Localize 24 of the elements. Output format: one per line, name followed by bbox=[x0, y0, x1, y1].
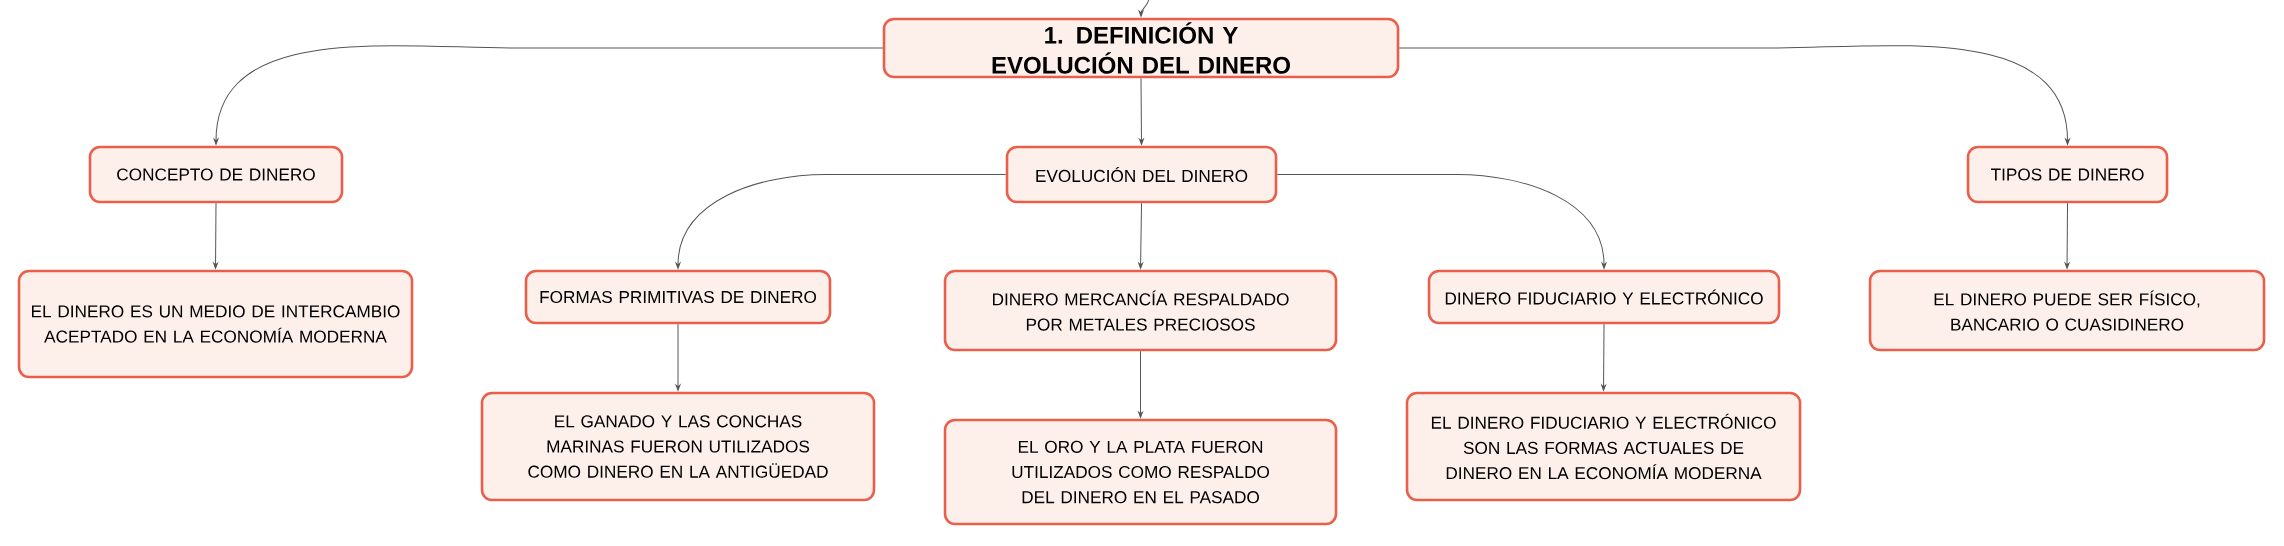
connector-arrow bbox=[2064, 202, 2070, 269]
topic-box: EL ORO Y LA PLATA FUERON UTILIZADOS COMO RESPALDO DEL DINERO EN EL PASADO bbox=[943, 418, 1338, 526]
topic-box: CONCEPTO DE DINERO bbox=[88, 145, 344, 204]
connector-arrow bbox=[1276, 174, 1607, 269]
topic-box: FORMAS PRIMITIVAS DE DINERO bbox=[524, 269, 832, 325]
connector-arrow bbox=[1398, 45, 2070, 145]
title-box: 1. DEFINICIÓN Y EVOLUCIÓN DEL DINERO bbox=[882, 17, 1400, 79]
topic-box: DINERO MERCANCÍA RESPALDADO POR METALES PRECIOSOS bbox=[943, 269, 1338, 352]
topic-box: DINERO FIDUCIARIO Y ELECTRÓNICO bbox=[1427, 269, 1781, 325]
topic-box: EL DINERO ES UN MEDIO DE INTERCAMBIO ACEPTADO EN LA ECONOMÍA MODERNA bbox=[17, 269, 414, 379]
connector-arrow bbox=[1138, 350, 1143, 418]
topic-box: EL DINERO PUEDE SER FÍSICO, BANCARIO O CUASIDINERO bbox=[1868, 269, 2266, 352]
topic-box: TIPOS DE DINERO bbox=[1966, 145, 2169, 204]
connector-arrow bbox=[213, 202, 218, 269]
connector-arrow bbox=[213, 45, 884, 145]
connector-arrow bbox=[675, 174, 1007, 269]
connector-arrow bbox=[1138, 202, 1143, 269]
topic-box: EL GANADO Y LAS CONCHAS MARINAS FUERON UTILIZADOS COMO DINERO EN LA ANTIGÜEDAD bbox=[480, 391, 876, 502]
topic-box: EVOLUCIÓN DEL DINERO bbox=[1005, 145, 1278, 204]
connector-arrow bbox=[675, 323, 681, 391]
topic-box: EL DINERO FIDUCIARIO Y ELECTRÓNICO SON LAS FORMAS ACTUALES DE DINERO EN LA ECONOMÍA MODERNA bbox=[1405, 391, 1802, 502]
connector-arrow bbox=[1139, 77, 1144, 145]
connector-arrow bbox=[1601, 323, 1606, 391]
connector-arrow bbox=[1138, 0, 1150, 17]
